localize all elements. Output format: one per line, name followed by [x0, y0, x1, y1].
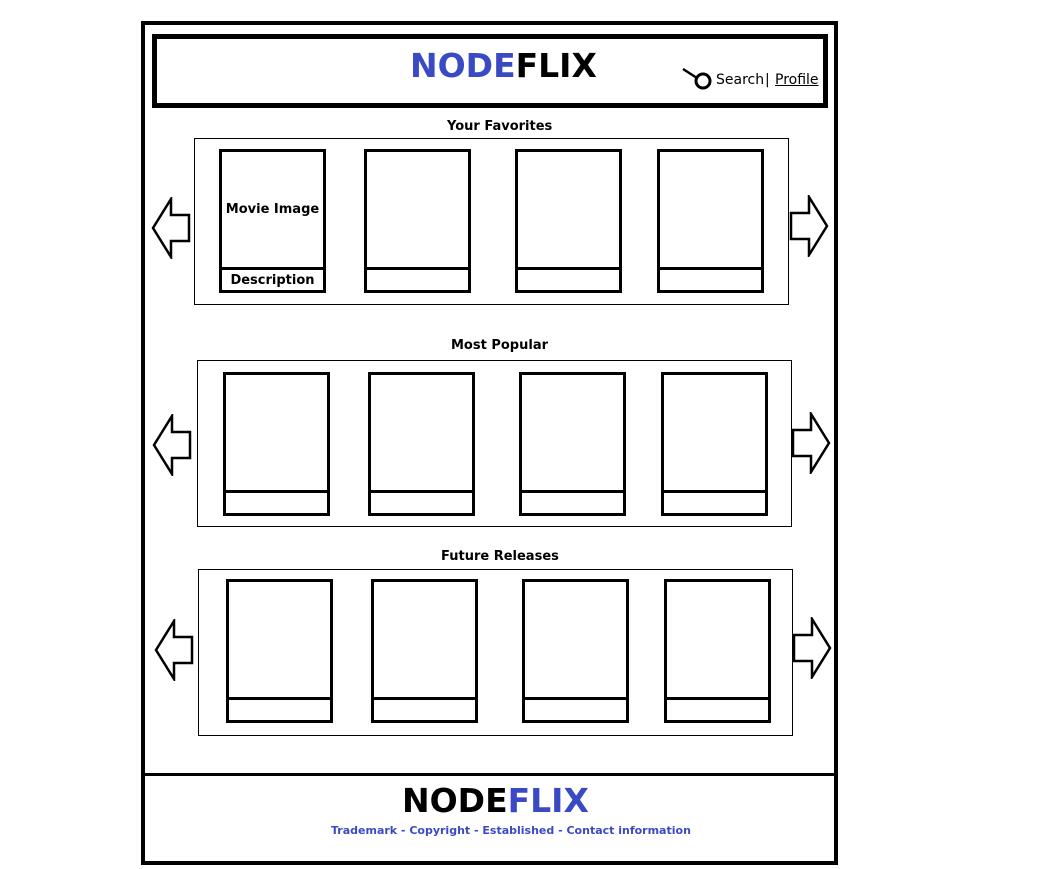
right-arrow-icon[interactable] [789, 195, 829, 257]
movie-image [229, 582, 330, 700]
logo-node: NODE [410, 46, 516, 85]
footer-divider [145, 773, 834, 776]
movie-image [226, 375, 327, 493]
movie-card[interactable] [223, 372, 330, 516]
search-link[interactable]: Search [716, 72, 765, 88]
movie-card[interactable] [368, 372, 475, 516]
movie-description [367, 270, 468, 290]
movie-image [660, 152, 761, 270]
row-popular [197, 360, 792, 527]
row-title-popular: Most Popular [451, 338, 549, 353]
left-arrow-icon[interactable] [154, 619, 194, 681]
footer-info: Trademark - Copyright - Established - Co… [331, 824, 691, 837]
logo-flix: FLIX [515, 46, 597, 85]
movie-card[interactable] [522, 579, 629, 723]
movie-image [518, 152, 619, 270]
movie-description [664, 493, 765, 513]
movie-card[interactable]: Movie Image Description [219, 149, 326, 293]
movie-card[interactable] [664, 579, 771, 723]
movie-image [664, 375, 765, 493]
movie-card[interactable] [371, 579, 478, 723]
left-arrow-icon[interactable] [152, 414, 192, 476]
header-separator: | [765, 72, 770, 88]
movie-card[interactable] [519, 372, 626, 516]
page-frame [141, 21, 838, 865]
movie-description: Description [230, 272, 315, 288]
movie-image [371, 375, 472, 493]
row-favorites [194, 138, 789, 305]
footer-logo: NODEFLIX [402, 784, 589, 817]
movie-description [667, 700, 768, 720]
movie-image [525, 582, 626, 700]
movie-description [371, 493, 472, 513]
movie-image [522, 375, 623, 493]
movie-description [522, 493, 623, 513]
movie-card[interactable] [515, 149, 622, 293]
movie-card[interactable] [364, 149, 471, 293]
movie-card[interactable] [657, 149, 764, 293]
row-title-future: Future Releases [441, 549, 559, 564]
right-arrow-icon[interactable] [791, 412, 831, 474]
movie-image [667, 582, 768, 700]
movie-image [367, 152, 468, 270]
movie-description [525, 700, 626, 720]
left-arrow-icon[interactable] [151, 197, 191, 259]
movie-card[interactable] [661, 372, 768, 516]
header-logo[interactable]: NODEFLIX [410, 49, 597, 82]
movie-description [374, 700, 475, 720]
movie-description [518, 270, 619, 290]
movie-description [660, 270, 761, 290]
movie-card[interactable] [226, 579, 333, 723]
search-icon[interactable] [682, 66, 714, 92]
header-bar [152, 34, 828, 108]
profile-link[interactable]: Profile [775, 72, 819, 88]
movie-description [226, 493, 327, 513]
footer-logo-node: NODE [402, 781, 508, 820]
row-future [198, 569, 793, 736]
movie-image [374, 582, 475, 700]
row-title-favorites: Your Favorites [447, 119, 553, 134]
movie-description [229, 700, 330, 720]
right-arrow-icon[interactable] [792, 617, 832, 679]
footer-logo-flix: FLIX [507, 781, 589, 820]
movie-image: Movie Image [222, 152, 323, 270]
